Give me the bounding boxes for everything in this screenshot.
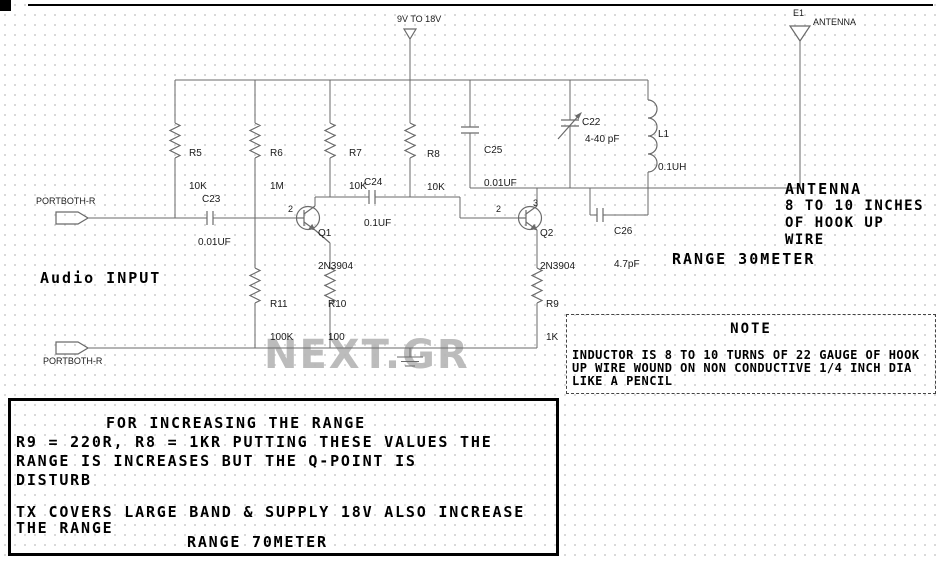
resistor-r10-symbol: [323, 267, 337, 304]
antenna-ref-label: E1: [793, 8, 805, 18]
watermark: NEXT.GR: [264, 332, 470, 378]
r5-ref: R5: [189, 148, 202, 159]
r5-value: 10K: [189, 181, 207, 192]
q2-base-pin-label: 2: [496, 204, 502, 214]
note-box: NOTE INDUCTOR IS 8 TO 10 TURNS OF 22 GAU…: [566, 314, 936, 394]
info-line-6: THE RANGE: [16, 519, 114, 537]
q2-value: 2N3904: [540, 261, 576, 272]
capacitor-c24-symbol: [368, 190, 376, 204]
label-r5: R5 10K: [189, 126, 207, 214]
label-r8: R8 10K: [427, 127, 445, 215]
note-line-3: LIKE A PENCIL: [572, 374, 673, 388]
antenna-note-line4: WIRE: [785, 232, 825, 248]
q2-ref: Q2: [540, 228, 554, 239]
info-line-5: TX COVERS LARGE BAND & SUPPLY 18V ALSO I…: [16, 503, 526, 521]
audio-input-label: Audio INPUT: [40, 269, 162, 287]
r10-value: 100: [328, 332, 345, 343]
info-line-2: R9 = 220R, R8 = 1KR PUTTING THESE VALUES…: [16, 433, 493, 451]
r7-ref: R7: [349, 148, 362, 159]
resistor-r9-symbol: [530, 267, 544, 304]
note-line-2: UP WIRE WOUND ON NON CONDUCTIVE 1/4 INCH…: [572, 361, 912, 375]
label-c22-value: 4-40 pF: [585, 134, 620, 145]
label-r9: R9 1K: [546, 277, 559, 365]
capacitor-c25-symbol: [461, 126, 479, 134]
label-r7: R7 10K: [349, 126, 367, 214]
transistor-q1-symbol: [295, 205, 321, 231]
top-left-mark: [0, 0, 11, 11]
r11-value: 100K: [270, 332, 294, 343]
info-line-3: RANGE IS INCREASES BUT THE Q-POINT IS: [16, 452, 417, 470]
range-30m-label: RANGE 30METER: [672, 250, 816, 268]
r9-ref: R9: [546, 299, 559, 310]
r6-value: 1M: [270, 181, 284, 192]
resistor-r6-symbol: [248, 122, 262, 159]
q1-ref: Q1: [318, 228, 332, 239]
label-q1: Q1 2N3904: [318, 206, 353, 294]
label-q2: Q2 2N3904: [540, 206, 575, 294]
port-connector-bottom-icon: [55, 341, 90, 355]
antenna-top-label: ANTENNA: [813, 17, 857, 27]
resistor-r11-symbol: [248, 267, 262, 304]
port-bottom-label: PORTBOTH-R: [43, 356, 103, 366]
label-r10: R10 100: [328, 277, 346, 365]
info-box: FOR INCREASING THE RANGE R9 = 220R, R8 =…: [8, 398, 559, 556]
antenna-note-line2: 8 TO 10 INCHES: [785, 198, 925, 214]
c25-ref: C25: [484, 145, 503, 156]
label-r11: R11 100K: [270, 277, 293, 365]
label-c24-ref: C24: [364, 177, 383, 188]
port-top-label: PORTBOTH-R: [36, 196, 96, 206]
supply-arrow-icon: [402, 28, 418, 41]
label-c22-ref: C22: [582, 117, 601, 128]
capacitor-c23-symbol: [206, 211, 214, 225]
capacitor-c22-symbol: [557, 112, 582, 140]
label-c23-ref: C23: [202, 194, 221, 205]
label-l1: L1 0.1UH: [658, 107, 686, 195]
note-line-1: INDUCTOR IS 8 TO 10 TURNS OF 22 GAUGE OF…: [572, 348, 920, 362]
resistor-r5-symbol: [168, 122, 182, 159]
transistor-q2-symbol: [517, 205, 543, 231]
label-c24-value: 0.1UF: [364, 218, 392, 229]
resistor-r7-symbol: [323, 122, 337, 159]
r11-ref: R11: [270, 299, 288, 310]
label-c23-value: 0.01UF: [198, 237, 231, 248]
l1-value: 0.1UH: [658, 162, 687, 173]
r8-value: 10K: [427, 182, 445, 193]
r9-value: 1K: [546, 332, 559, 343]
antenna-note-line3: OF HOOK UP: [785, 215, 885, 231]
note-title: NOTE: [730, 321, 772, 337]
circuit-wires: [88, 39, 801, 349]
top-border-line: [28, 4, 933, 6]
info-line-4: DISTURB: [16, 471, 92, 489]
r7-value: 10K: [349, 181, 367, 192]
info-line-1: FOR INCREASING THE RANGE: [106, 414, 366, 432]
supply-voltage-label: 9V TO 18V: [397, 14, 442, 24]
antenna-note-line1: ANTENNA: [785, 180, 863, 198]
resistor-r8-symbol: [403, 122, 417, 159]
ground-icon: [397, 348, 423, 367]
c26-ref: C26: [614, 226, 633, 237]
q1-value: 2N3904: [318, 261, 354, 272]
q2-collector-pin-label: 3: [533, 198, 539, 208]
capacitor-c26-symbol: [596, 208, 604, 222]
label-c26: C26 4.7pF: [614, 204, 640, 292]
l1-ref: L1: [658, 129, 670, 140]
port-connector-top-icon: [55, 211, 90, 225]
q1-base-pin-label: 2: [288, 204, 294, 214]
c26-value: 4.7pF: [614, 259, 640, 270]
r6-ref: R6: [270, 148, 283, 159]
antenna-icon: [788, 25, 812, 43]
info-line-7: RANGE 70METER: [187, 533, 328, 551]
r10-ref: R10: [328, 299, 347, 310]
label-r6: R6 1M: [270, 126, 284, 214]
label-c25: C25 0.01UF: [484, 123, 517, 211]
r8-ref: R8: [427, 149, 440, 160]
c25-value: 0.01UF: [484, 178, 517, 189]
wire-q1-emitter-diagonal: [314, 229, 331, 244]
inductor-l1-symbol: [647, 99, 658, 173]
